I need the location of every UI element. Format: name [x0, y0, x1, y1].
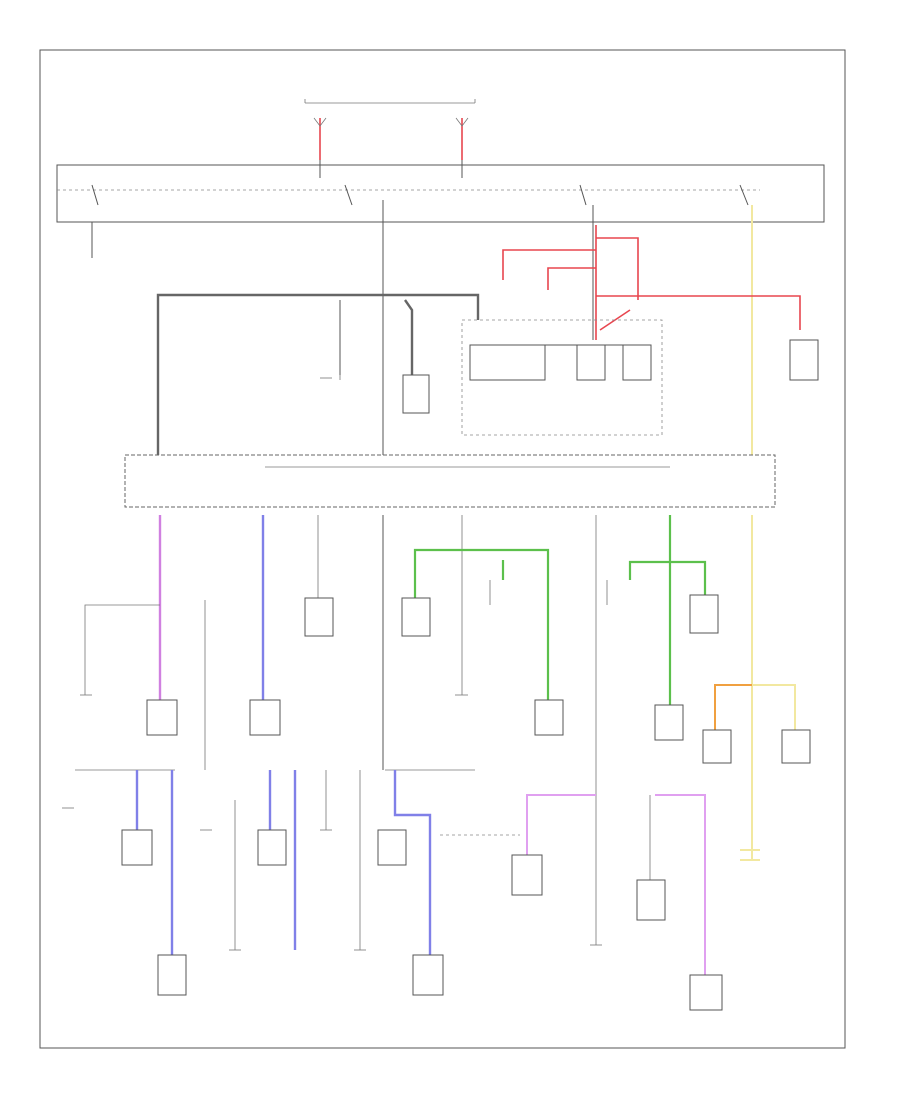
fuse-block	[124, 454, 776, 508]
ignition-contact-1	[91, 184, 99, 206]
low-component-7	[412, 954, 444, 996]
upper-component-1	[402, 374, 430, 414]
yellow-branch	[752, 684, 796, 730]
thin-branch-a	[84, 604, 160, 695]
heavy-feed-branch	[404, 299, 414, 375]
low-component-8	[689, 974, 723, 1011]
low-component-1	[121, 829, 153, 866]
lilac-branch-b	[655, 794, 706, 975]
upper-component-2	[576, 344, 606, 381]
relay-wire-d	[596, 295, 801, 330]
mid-component-2	[401, 597, 431, 637]
relay-wire-b	[502, 249, 596, 280]
mid-component-3	[689, 594, 719, 634]
green-branch-a	[413, 548, 550, 700]
ignition-contact-3	[579, 184, 587, 206]
mid-component-1	[304, 597, 334, 637]
lilac-branch-a	[526, 794, 596, 855]
source-connector-left	[313, 117, 327, 127]
mid-component-9	[781, 729, 811, 764]
mid-component-5	[249, 699, 281, 736]
relay-wire-a	[596, 237, 639, 300]
relay-component	[469, 344, 546, 381]
diagram-frame	[39, 49, 846, 1049]
source-connector-right	[455, 117, 469, 127]
upper-component-3	[622, 344, 652, 381]
low-component-3	[377, 829, 407, 866]
low-component-4	[511, 854, 543, 896]
heavy-feed-wire	[156, 293, 480, 455]
ground-symbols	[62, 377, 602, 951]
mid-component-8	[702, 729, 732, 764]
mid-component-7	[654, 704, 684, 741]
ignition-switch-box	[56, 164, 825, 223]
orange-branch	[714, 684, 752, 730]
relay-dashed-box	[461, 319, 663, 436]
lower-blue-5	[393, 770, 432, 955]
low-component-2	[257, 829, 287, 866]
mid-component-4	[146, 699, 178, 736]
relay-wire-c	[547, 267, 596, 290]
upper-component-4	[789, 339, 819, 381]
low-component-6	[157, 954, 187, 996]
low-component-5	[636, 879, 666, 921]
ignition-contact-4	[739, 184, 749, 206]
mid-component-6	[534, 699, 564, 736]
ignition-contact-2	[344, 184, 353, 206]
green-branch-c	[628, 560, 707, 595]
